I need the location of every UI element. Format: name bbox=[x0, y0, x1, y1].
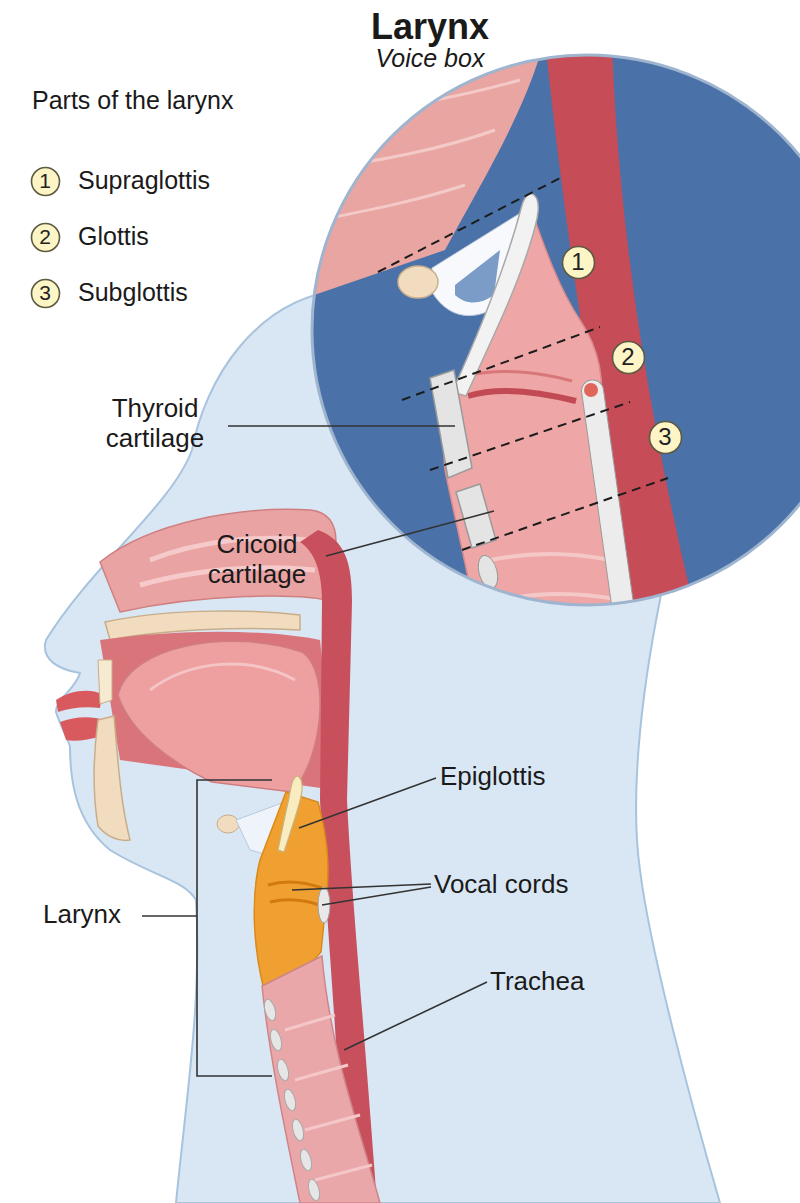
leader-line bbox=[292, 884, 431, 890]
upper-lip bbox=[56, 691, 102, 712]
callout-circle: 1 bbox=[561, 245, 596, 280]
callout-number: 3 bbox=[30, 278, 61, 309]
zoom-outline bbox=[312, 55, 800, 605]
part-label: Epiglottis bbox=[440, 762, 546, 792]
callout-circle: 2 bbox=[30, 222, 61, 253]
leader-line bbox=[326, 511, 494, 556]
callout-number: 1 bbox=[30, 166, 61, 197]
muscle-striation bbox=[320, 80, 520, 120]
region-divider bbox=[462, 478, 668, 550]
vocal-fold bbox=[468, 391, 576, 401]
ventricular-fold bbox=[470, 371, 572, 381]
part-label: Larynx bbox=[43, 900, 121, 930]
diagram-title: Larynx bbox=[230, 6, 630, 47]
hyoid-bone bbox=[398, 266, 438, 298]
region-divider bbox=[402, 327, 600, 400]
trachea-ring bbox=[282, 1088, 297, 1112]
upper-tooth bbox=[98, 660, 112, 704]
tongue-texture bbox=[150, 664, 295, 690]
zoom-background bbox=[300, 40, 800, 640]
part-label: Cricoid cartilage bbox=[182, 530, 332, 590]
larynx-bracket bbox=[197, 780, 272, 1076]
legend-text: Subglottis bbox=[78, 278, 188, 307]
cricoid-lamina bbox=[580, 378, 639, 648]
callout-circle: 3 bbox=[648, 420, 683, 455]
callout-number: 3 bbox=[648, 420, 683, 455]
callout-circle: 3 bbox=[30, 278, 61, 309]
thyroid-cartilage bbox=[430, 370, 472, 478]
trachea-ring bbox=[306, 1178, 321, 1202]
trachea bbox=[262, 956, 380, 1203]
vocal-fold bbox=[268, 882, 322, 888]
callout-circle: 1 bbox=[30, 166, 61, 197]
trachea-line bbox=[315, 1165, 372, 1180]
trachea-ring bbox=[262, 998, 277, 1022]
epiglottis bbox=[278, 776, 302, 852]
part-label: Trachea bbox=[490, 967, 584, 997]
trachea-ring bbox=[268, 1028, 283, 1052]
tongue bbox=[118, 641, 320, 792]
mandible bbox=[94, 716, 130, 840]
region-divider bbox=[430, 402, 630, 470]
leader-line bbox=[228, 425, 455, 427]
part-label: Thyroid cartilage bbox=[80, 394, 230, 454]
callout-number: 2 bbox=[611, 340, 646, 375]
callout-number: 2 bbox=[30, 222, 61, 253]
epiglottis bbox=[452, 194, 538, 396]
trachea-line bbox=[285, 1015, 335, 1030]
muscle-striation bbox=[320, 130, 495, 170]
leader-line bbox=[344, 982, 487, 1050]
trachea-ring bbox=[275, 1058, 290, 1082]
region-dividers bbox=[378, 178, 668, 550]
trachea-line bbox=[490, 554, 610, 560]
nasal-cavity bbox=[100, 509, 336, 612]
subtitle-text: Parts of the larynx bbox=[32, 86, 233, 115]
trachea-ring bbox=[290, 1118, 305, 1142]
trachea-ring bbox=[487, 593, 513, 631]
callout-number: 1 bbox=[561, 245, 596, 280]
legend-text: Supraglottis bbox=[78, 166, 210, 195]
part-label: Vocal cords bbox=[434, 870, 568, 900]
callout-circle: 2 bbox=[611, 340, 646, 375]
leader-line bbox=[142, 915, 197, 917]
muscle-striations bbox=[320, 80, 520, 220]
legend-text: Glottis bbox=[78, 222, 149, 251]
hyoid-bone bbox=[217, 815, 239, 833]
trachea-line bbox=[295, 1065, 348, 1080]
leader-line bbox=[299, 778, 436, 828]
vocal-fold bbox=[270, 900, 322, 906]
trachea-lines bbox=[285, 1015, 372, 1180]
arytenoid-tip bbox=[584, 383, 598, 397]
region-divider bbox=[378, 178, 560, 272]
subtitle-text: Voice box bbox=[230, 44, 630, 73]
zoom-view bbox=[300, 40, 800, 649]
trachea-ring bbox=[298, 1148, 313, 1172]
leader-line bbox=[322, 887, 431, 905]
trachea-line bbox=[305, 1115, 360, 1130]
